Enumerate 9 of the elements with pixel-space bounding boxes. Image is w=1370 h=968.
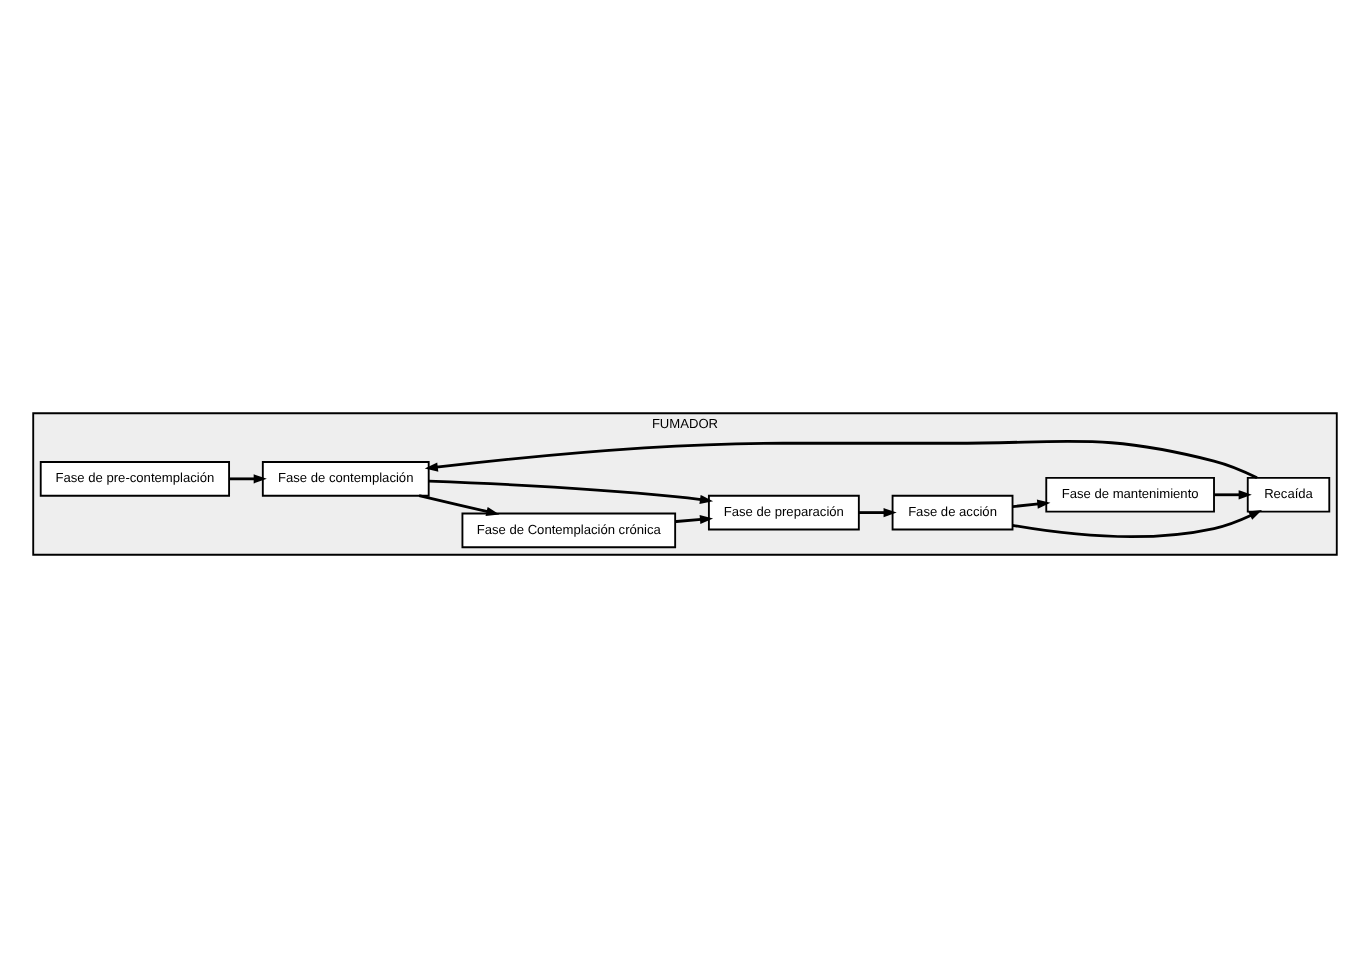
arrow bbox=[229, 474, 267, 484]
arrow bbox=[428, 479, 714, 505]
arrow bbox=[1012, 499, 1051, 509]
arrow bbox=[675, 514, 714, 525]
arrow bbox=[1214, 490, 1252, 500]
arrow bbox=[1012, 509, 1262, 538]
arrow bbox=[424, 439, 1258, 479]
arrow bbox=[418, 494, 500, 516]
arrow bbox=[858, 508, 897, 518]
